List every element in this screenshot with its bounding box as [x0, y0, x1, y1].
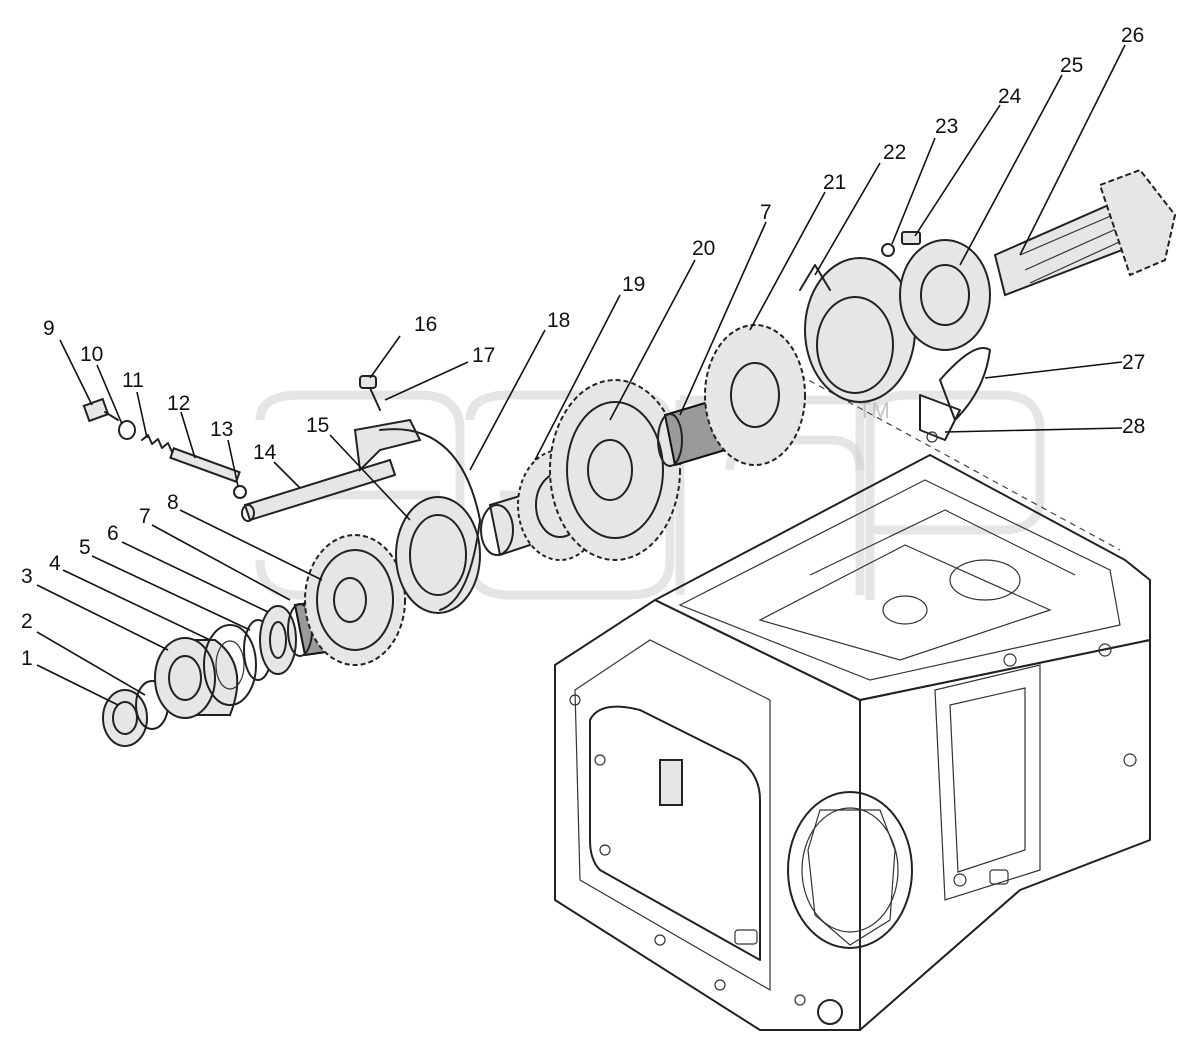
gearbox-housing	[554, 369, 1151, 1031]
callout-26: 26	[1121, 24, 1144, 47]
callout-15: 15	[306, 414, 329, 437]
callout-19: 19	[622, 273, 645, 296]
part-8-gear	[304, 534, 406, 666]
callout-1: 1	[21, 647, 33, 670]
callout-16: 16	[414, 313, 437, 336]
part-21-gear	[704, 324, 806, 466]
part-9-bolt	[82, 397, 119, 423]
part-16-screw	[359, 375, 381, 411]
callout-25: 25	[1060, 54, 1083, 77]
callout-8: 8	[167, 491, 179, 514]
part-14-shift-rod	[241, 458, 397, 522]
callout-7-upper: 7	[760, 201, 772, 224]
callout-24: 24	[998, 85, 1022, 108]
callout-22: 22	[883, 141, 906, 164]
part-27-shim	[939, 347, 991, 421]
callout-labels: 1 2 3 4 5 6 7 8 9 10 11 12 13 14 15 16 1…	[21, 24, 1145, 670]
callout-14: 14	[253, 441, 277, 464]
callout-7-lower: 7	[139, 505, 151, 528]
part-28-gasket	[919, 394, 961, 443]
callout-11: 11	[122, 369, 144, 392]
part-23-bolt	[881, 243, 895, 257]
part-6-spacer	[259, 605, 297, 675]
callout-9: 9	[43, 317, 55, 340]
callout-12: 12	[167, 392, 190, 415]
housing-plate	[659, 759, 683, 806]
part-1-nut	[102, 689, 148, 747]
callout-4: 4	[49, 552, 61, 575]
callout-21: 21	[823, 171, 846, 194]
part-11-spring	[141, 434, 173, 453]
callout-3: 3	[21, 565, 33, 588]
callout-27: 27	[1122, 351, 1145, 374]
part-15-synchro-ring	[395, 496, 481, 614]
callout-17: 17	[472, 344, 495, 367]
part-13-ball	[233, 485, 247, 499]
part-3-bearing	[154, 637, 239, 719]
callout-6: 6	[107, 522, 119, 545]
part-25-bearing	[899, 239, 991, 351]
part-17-shift-fork	[353, 418, 481, 611]
callout-28: 28	[1122, 415, 1145, 438]
callout-23: 23	[935, 115, 958, 138]
callout-5: 5	[79, 536, 91, 559]
part-4-bearing-cup	[203, 624, 257, 706]
callout-20: 20	[692, 237, 715, 260]
part-12-pin	[169, 447, 241, 483]
callout-10: 10	[80, 343, 103, 366]
part-26-pinion-shaft	[993, 168, 1177, 297]
part-20-large-gear	[549, 379, 681, 561]
callout-13: 13	[210, 418, 233, 441]
part-22-bearing-housing	[799, 257, 916, 403]
callout-18: 18	[547, 309, 570, 332]
callout-2: 2	[21, 610, 33, 633]
leader-lines	[36, 44, 1126, 706]
part-10-washer	[118, 420, 136, 440]
